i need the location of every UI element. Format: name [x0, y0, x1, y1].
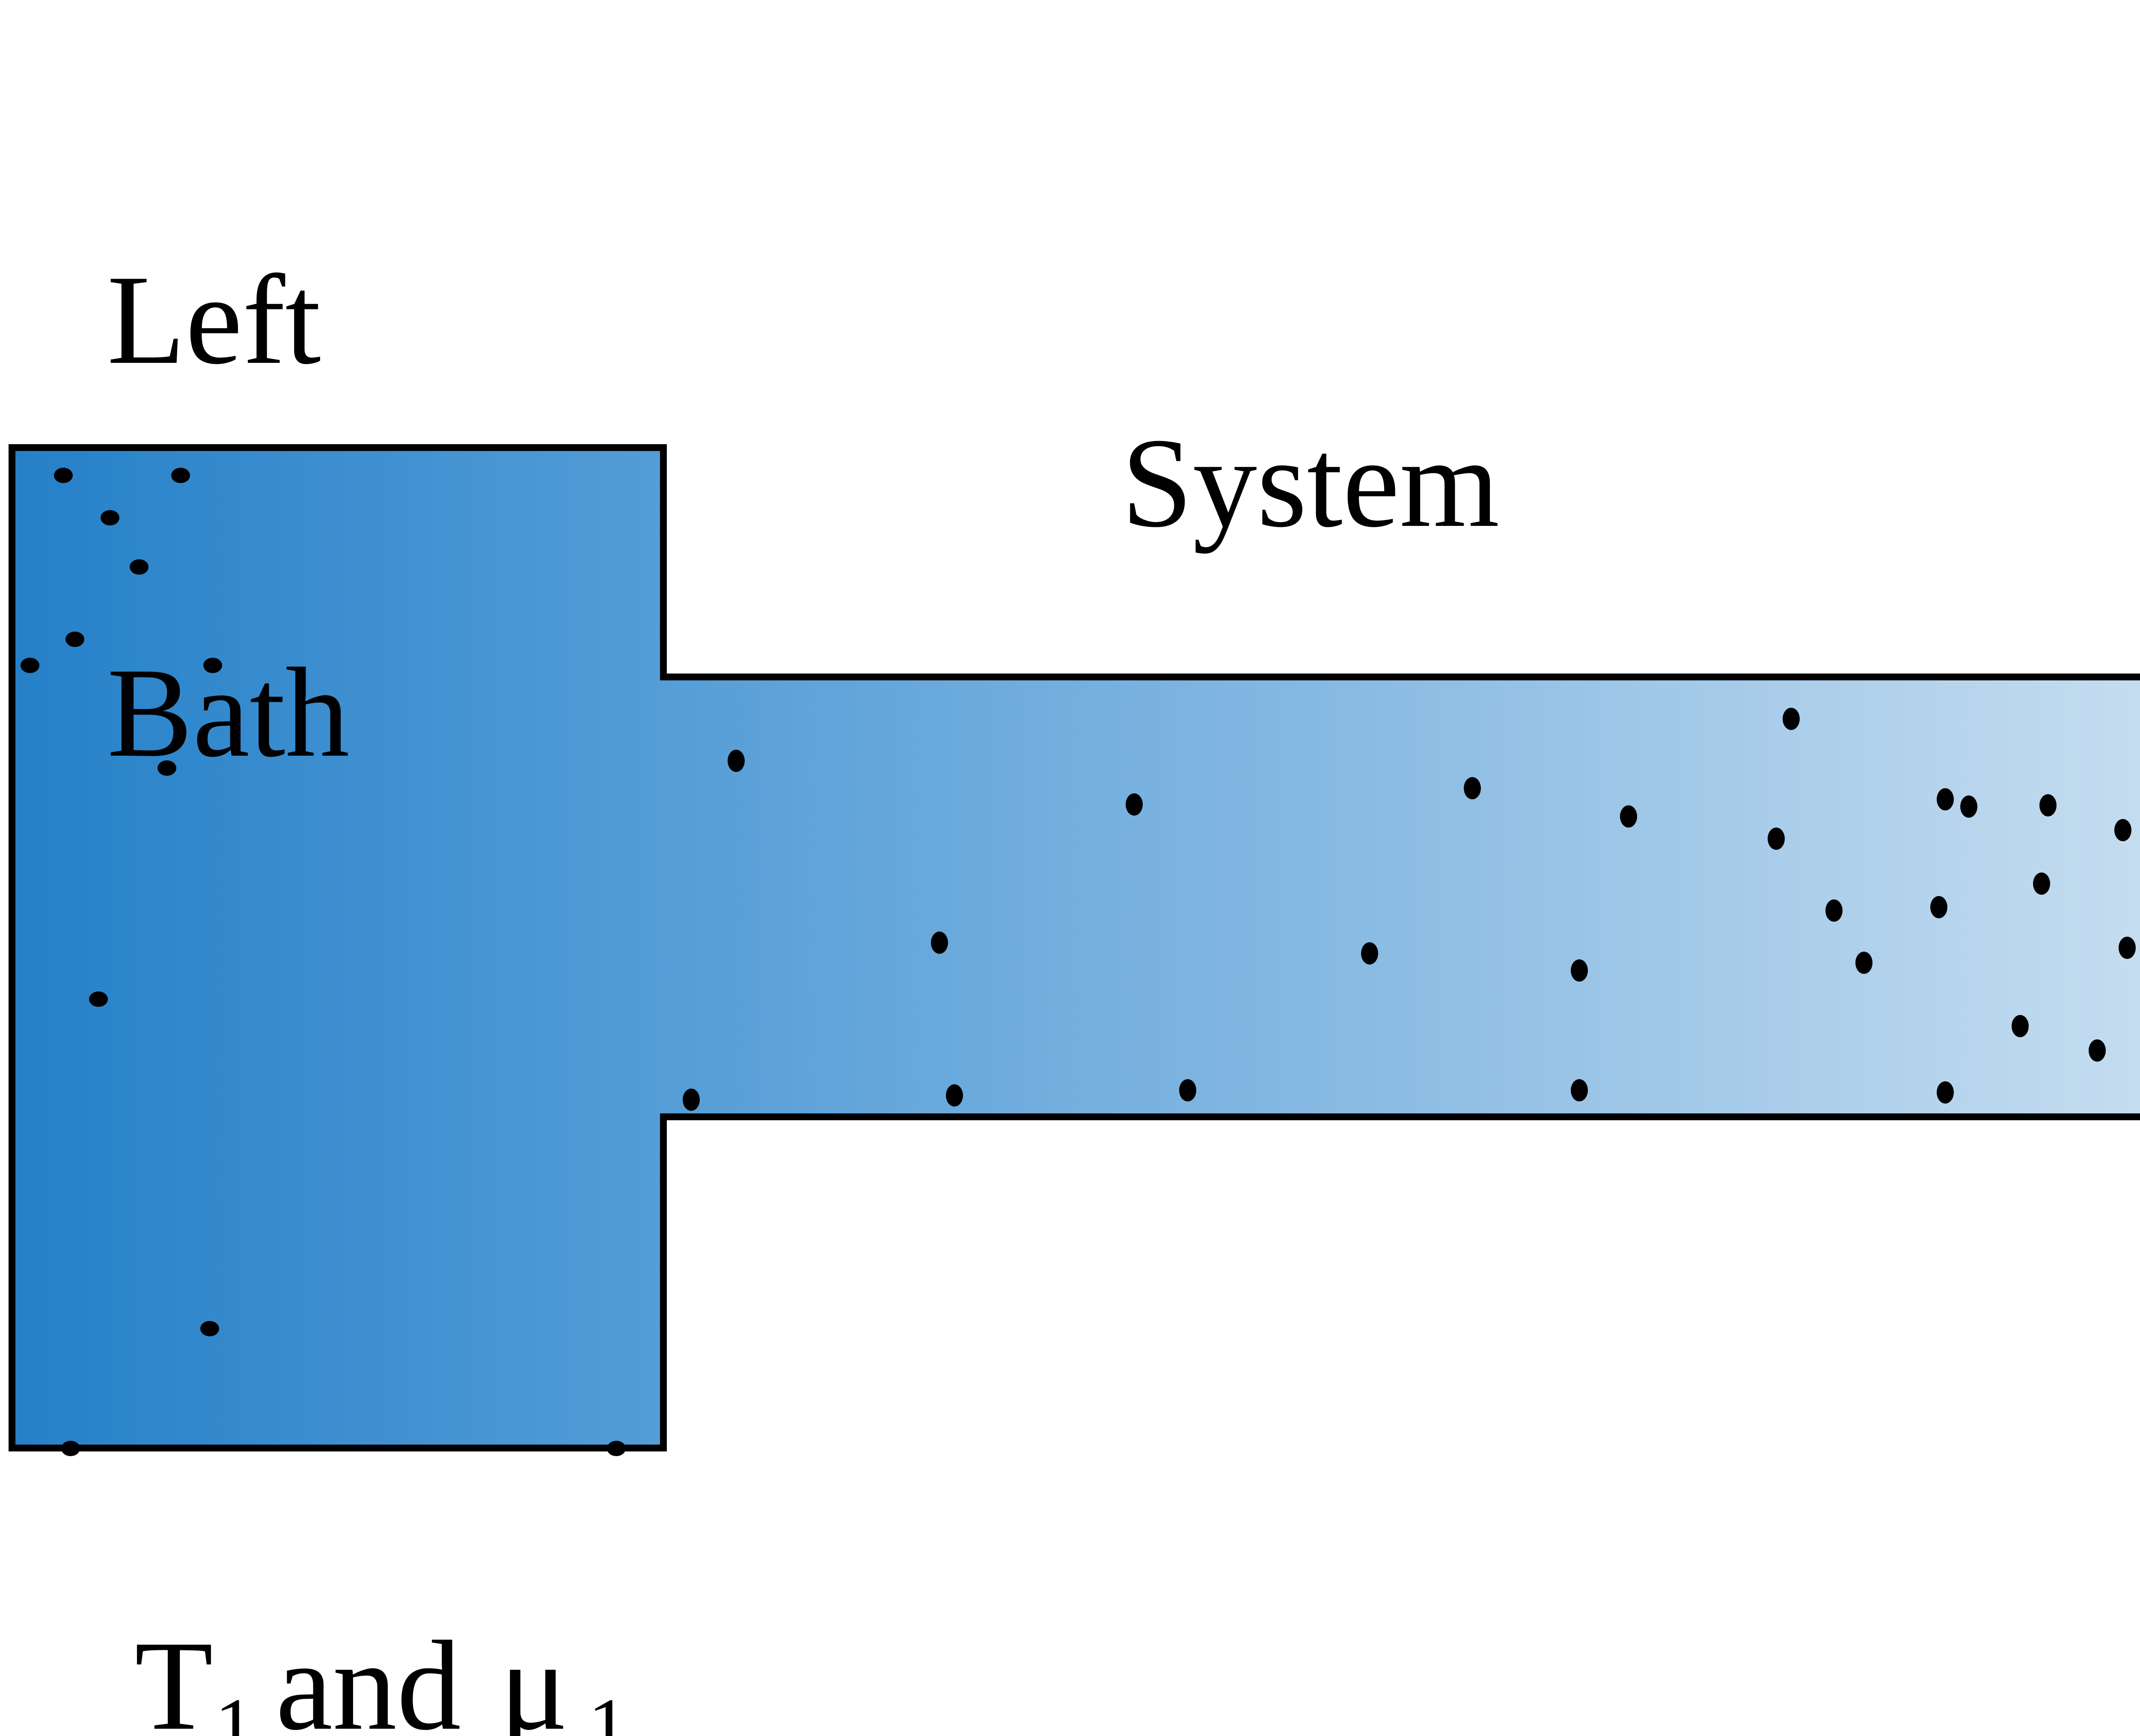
particles-channel [683, 708, 2136, 1111]
channel-fill [659, 677, 2140, 1117]
particles-left-bath-lower [61, 760, 626, 1456]
particle [1571, 1079, 1588, 1101]
particle [2114, 819, 2131, 841]
particle [54, 468, 73, 483]
particles-left-bath [21, 468, 222, 673]
particle [1960, 795, 1977, 818]
particle [65, 632, 84, 647]
left-chemical-potential-symbol: μ [499, 1614, 569, 1736]
particle [203, 658, 222, 673]
particle [1783, 708, 1800, 730]
particle [158, 760, 176, 776]
particle [200, 1321, 219, 1336]
particle [1126, 793, 1143, 816]
left-temperature-subscript: 1 [214, 1682, 255, 1736]
particle [2089, 1039, 2106, 1062]
left-chemical-potential-subscript: 1 [588, 1682, 628, 1736]
system-label: System [1121, 412, 1500, 554]
particle [1464, 777, 1481, 799]
particle [2119, 937, 2136, 959]
particle [101, 510, 119, 525]
particle [1620, 805, 1637, 828]
left-bath-label: Left Bath [107, 0, 350, 1040]
particle [946, 1084, 963, 1107]
particle [1179, 1079, 1196, 1101]
left-bath-fill [12, 448, 664, 1448]
particle [728, 750, 745, 772]
particle [1930, 896, 1947, 918]
left-temperature-symbol: T [134, 1614, 213, 1736]
particle [1855, 952, 1872, 974]
particle [2033, 872, 2050, 895]
particle [1571, 959, 1588, 982]
left-bath-label-line1: Left [107, 249, 321, 391]
particle [130, 559, 149, 575]
particle [931, 932, 948, 954]
particle [683, 1089, 700, 1111]
vessel-outline [9, 444, 2140, 1451]
particle [171, 468, 190, 483]
particle [2012, 1015, 2029, 1037]
particle [1825, 899, 1843, 922]
particle [61, 1441, 80, 1456]
particle [1937, 788, 1954, 810]
particle [1361, 942, 1378, 964]
particle [2039, 794, 2057, 816]
particle [607, 1441, 626, 1456]
particle [1937, 1081, 1954, 1104]
left-bath-label-line2: Bath [107, 641, 350, 783]
particle [21, 658, 39, 673]
particle [89, 991, 108, 1007]
particle [1768, 828, 1785, 850]
left-conjunction: and [276, 1614, 461, 1736]
